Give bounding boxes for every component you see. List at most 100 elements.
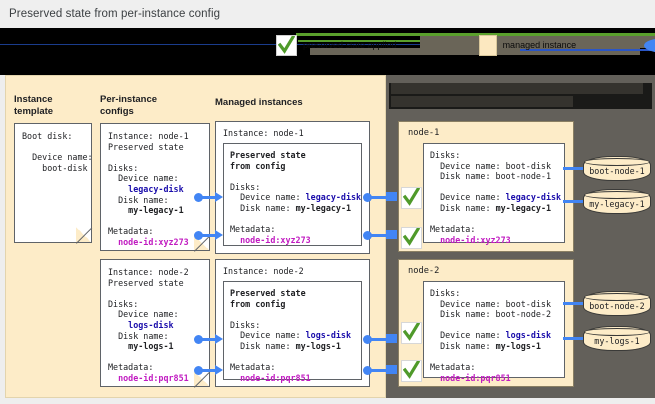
connector-line xyxy=(370,369,386,372)
node1-boot-device-name: Device name: boot-disk xyxy=(430,160,552,171)
managed-instance-card-node-1: Instance: node-1 Preserved state from co… xyxy=(215,121,370,254)
connector-line xyxy=(370,196,386,199)
mi1-disk-name-value: my-legacy-1 xyxy=(295,202,352,213)
mi2-metadata-value: node-id:pqr851 xyxy=(230,372,311,383)
node2-pref-disk-name-value: my-logs-1 xyxy=(495,340,541,351)
check-glyph xyxy=(403,361,420,379)
cfg1-preserved: Preserved state xyxy=(108,141,184,152)
mi1-title: Instance: node-1 xyxy=(223,128,304,138)
legend-items: preserved state applied managed instance… xyxy=(276,30,655,60)
connector-line xyxy=(370,338,386,341)
right-panel-header xyxy=(389,83,652,109)
connector-dot xyxy=(363,231,372,240)
legend-green-line xyxy=(296,33,655,36)
node1-pref-disk-name-label: Disk name: xyxy=(430,202,496,213)
column-heading-per-instance-configs: Per-instance configs xyxy=(100,94,158,117)
mi1-disk-name-label: Disk name: xyxy=(230,202,296,213)
node-box-node-2: node-2 Disks: Device name: boot-disk Dis… xyxy=(398,259,574,387)
disk-cylinder-boot-node-2: boot-node-2 xyxy=(583,291,651,316)
node1-pref-device-name-value: legacy-disk xyxy=(505,192,562,203)
connector-dot xyxy=(363,193,372,202)
managed-heading-line1: Managed instances xyxy=(215,96,303,108)
mi2-gap2 xyxy=(230,352,235,362)
connector-endpoint xyxy=(386,334,397,343)
check-icon-node1-disk xyxy=(401,187,422,209)
cfg2-body: Instance: node-2 Preserved state Disks: … xyxy=(101,260,209,390)
mi2-device-name-value: logs-disk xyxy=(305,330,352,341)
mi2-disk-name-label: Disk name: xyxy=(230,340,296,351)
mi2-title: Instance: node-2 xyxy=(223,266,304,276)
cfg1-device-name-label: Device name: xyxy=(108,173,179,184)
check-icon-node1-metadata xyxy=(401,227,422,249)
connector-dot xyxy=(194,366,203,375)
caption-bar: Preserved state from per-instance config xyxy=(0,0,655,28)
connector-dot xyxy=(363,335,372,344)
check-glyph xyxy=(278,35,295,54)
check-icon-node2-disk xyxy=(401,322,422,344)
column-heading-instance-template: Instance template xyxy=(14,94,54,117)
node1-title: node-1 xyxy=(408,128,440,138)
mi2-disk-name-value: my-logs-1 xyxy=(295,340,341,351)
legend-item-check: preserved state applied xyxy=(276,34,403,56)
tmpl-line3: Device name: xyxy=(22,152,93,163)
mi1-metadata-label: Metadata: xyxy=(230,224,276,235)
connector-line xyxy=(201,338,215,341)
node2-pref-device-name-value: logs-disk xyxy=(505,330,552,341)
legend-blue-line xyxy=(520,49,655,51)
cfg2-metadata-value: node-id:pqr851 xyxy=(108,372,189,383)
check-glyph xyxy=(403,323,420,341)
instance-template-body: Boot disk: Device name: boot-disk xyxy=(15,124,93,179)
connector-endpoint xyxy=(386,192,397,201)
node1-pref-device-name-label: Device name: xyxy=(430,192,506,203)
connector-line xyxy=(201,234,215,237)
mi2-inner-box: Preserved state from config Disks: Devic… xyxy=(223,281,362,383)
cfg1-disk-name-label: Disk name: xyxy=(108,194,169,205)
mi2-preserved-l2: from config xyxy=(230,298,286,309)
disk-cylinder-my-logs-1: my-logs-1 xyxy=(583,326,651,351)
node2-disks-label: Disks: xyxy=(430,288,461,298)
connector-arrow xyxy=(215,334,223,344)
cfg2-disk-name-label: Disk name: xyxy=(108,330,169,341)
legend-item-swatch: managed instance xyxy=(478,34,583,56)
connector-line-disk xyxy=(563,167,585,170)
node2-gap xyxy=(430,320,435,330)
disk-label: boot-node-2 xyxy=(589,300,645,311)
mi1-preserved-l1: Preserved state xyxy=(230,150,306,160)
node2-pref-disk-name-label: Disk name: xyxy=(430,340,496,351)
cream-swatch-icon xyxy=(478,34,497,56)
disk-label: boot-node-1 xyxy=(589,165,645,176)
cfg2-device-name-label: Device name: xyxy=(108,309,179,320)
connector-dot xyxy=(194,335,203,344)
instance-template-card: Boot disk: Device name: boot-disk xyxy=(14,123,93,243)
cfg2-gap2 xyxy=(108,352,113,362)
disk-label: my-legacy-1 xyxy=(589,198,645,209)
connector-endpoint xyxy=(386,230,397,239)
blue-oval-icon xyxy=(644,37,655,53)
cfg2-disk-name-value: my-logs-1 xyxy=(108,341,174,352)
node1-pref-disk-name-value: my-legacy-1 xyxy=(495,202,552,213)
mi2-device-name-label: Device name: xyxy=(230,330,306,341)
disk-cylinder-my-legacy-1: my-legacy-1 xyxy=(583,189,651,214)
connector-line-disk xyxy=(563,302,585,305)
node2-metadata-value: node-id:pqr851 xyxy=(430,372,511,383)
connector-dot xyxy=(194,231,203,240)
cfg1-disks-label: Disks: xyxy=(108,162,139,173)
mi1-disks-label: Disks: xyxy=(230,181,261,192)
check-icon-node2-metadata xyxy=(401,360,422,382)
connector-arrow xyxy=(215,192,223,202)
disk-cylinder-boot-node-1: boot-node-1 xyxy=(583,156,651,181)
node2-title: node-2 xyxy=(408,266,440,276)
cfg1-gap xyxy=(108,152,113,162)
mi1-metadata-value: node-id:xyz273 xyxy=(230,234,311,245)
connector-arrow xyxy=(215,365,223,375)
node1-metadata-label: Metadata: xyxy=(430,224,476,235)
connector-dot xyxy=(194,193,203,202)
per-instance-config-card-node-2: Instance: node-2 Preserved state Disks: … xyxy=(100,259,210,387)
right-header-line-1 xyxy=(391,83,643,94)
connector-line-disk xyxy=(563,337,585,340)
cfg2-device-name-value: logs-disk xyxy=(108,319,174,330)
page-fold-corner xyxy=(76,227,92,243)
legend-divider-rule xyxy=(0,44,655,45)
node1-inner-box: Disks: Device name: boot-disk Disk name:… xyxy=(423,143,565,245)
cfg2-disks-label: Disks: xyxy=(108,298,139,309)
